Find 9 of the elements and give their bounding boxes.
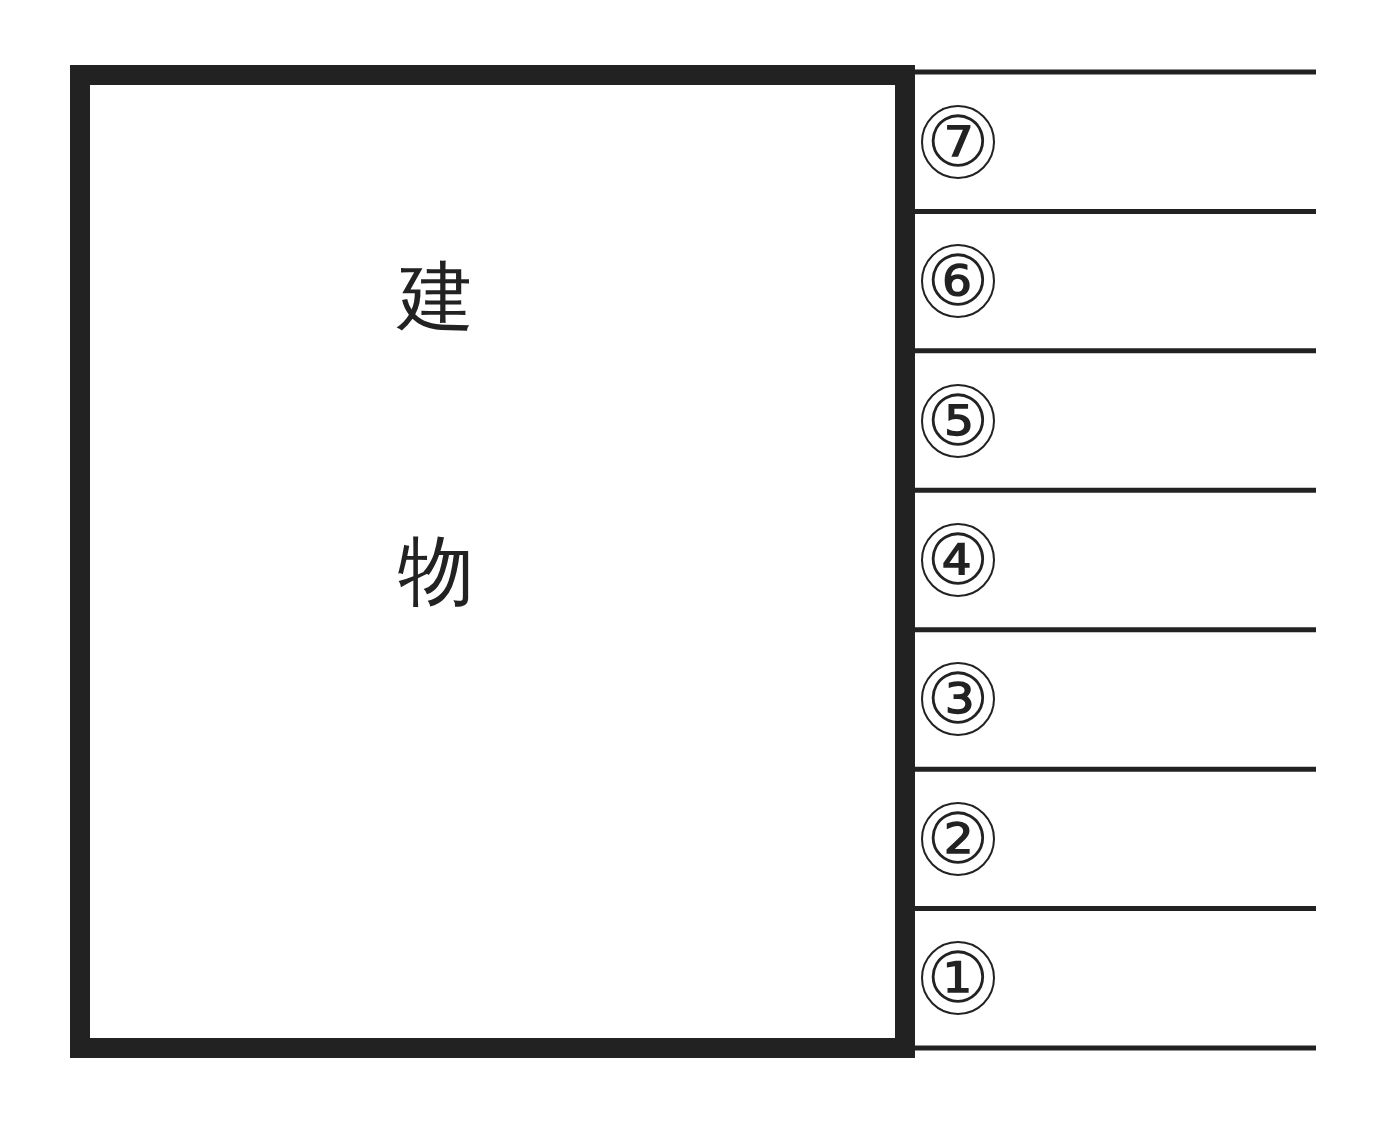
space-number: ④ <box>921 523 995 597</box>
space-number: ⑤ <box>921 383 995 458</box>
building-label: 建物 <box>398 251 474 617</box>
space-number: ② <box>921 801 995 876</box>
space-number: ③ <box>921 662 995 737</box>
space-number: ① <box>921 941 995 1016</box>
space-number: ⑥ <box>921 244 995 319</box>
building-outline <box>70 65 915 1058</box>
space-number: ⑦ <box>921 104 995 179</box>
